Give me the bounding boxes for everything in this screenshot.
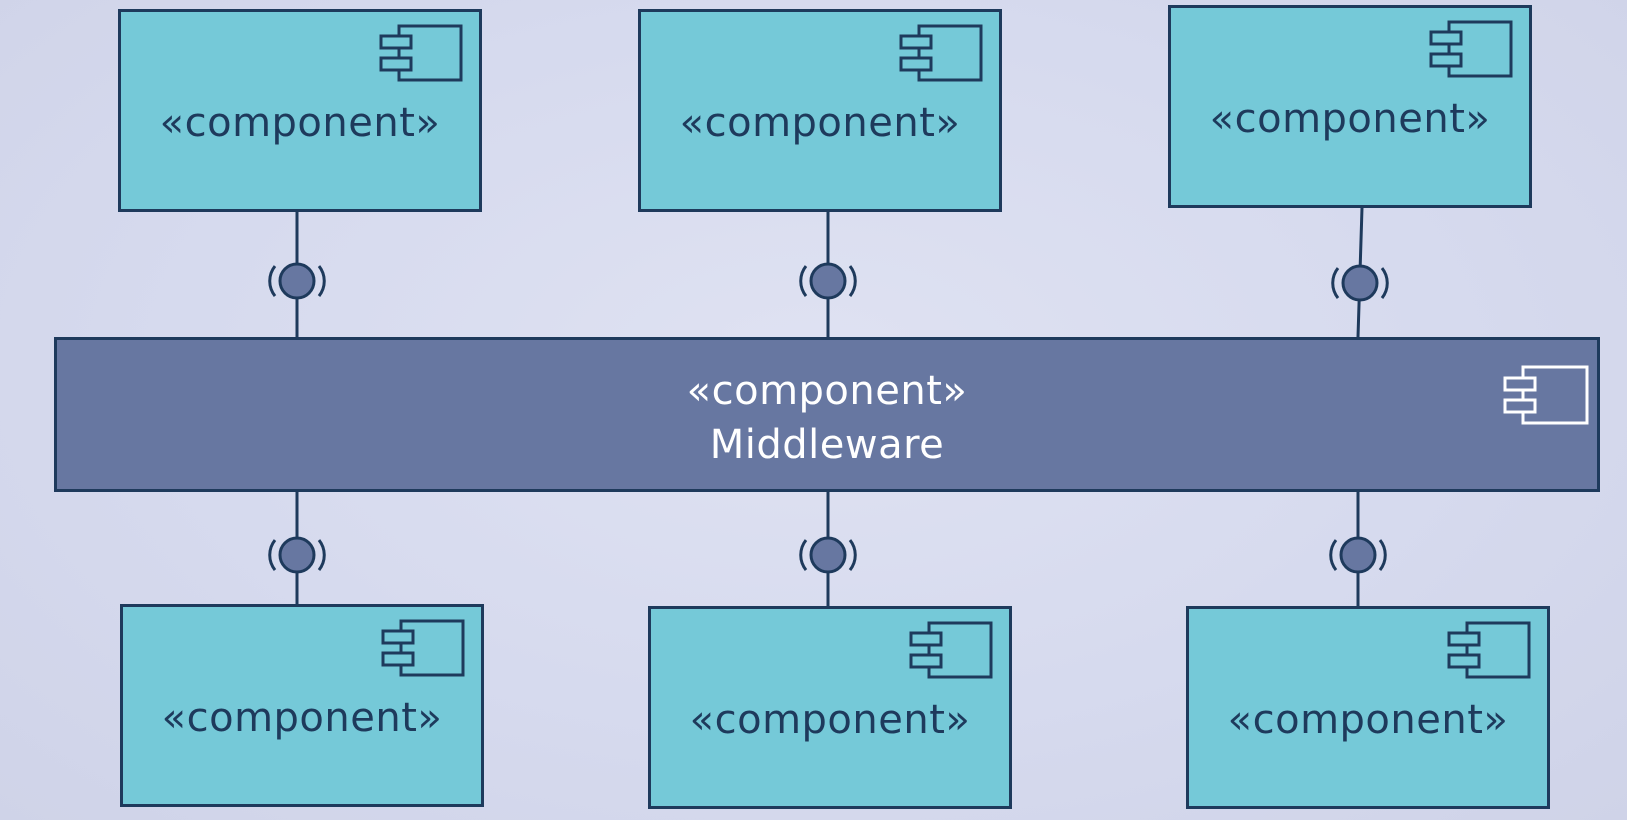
component-icon — [381, 619, 465, 677]
component-icon — [379, 24, 463, 82]
component-stereotype: «component» — [689, 697, 971, 743]
component-box-top-3[interactable]: «component» — [1168, 5, 1532, 208]
interface-top-3 — [1331, 264, 1389, 302]
component-icon — [1429, 20, 1513, 78]
component-box-bottom-1[interactable]: «component» — [120, 604, 484, 807]
interface-top-1 — [268, 262, 326, 300]
middleware-name: Middleware — [709, 422, 945, 468]
middleware-component[interactable]: «component» Middleware — [54, 337, 1600, 492]
component-box-top-1[interactable]: «component» — [118, 9, 482, 212]
component-icon — [909, 621, 993, 679]
component-icon — [1447, 621, 1531, 679]
component-stereotype: «component» — [1209, 96, 1491, 142]
component-box-bottom-2[interactable]: «component» — [648, 606, 1012, 809]
component-box-bottom-3[interactable]: «component» — [1186, 606, 1550, 809]
component-stereotype: «component» — [161, 695, 443, 741]
component-icon — [899, 24, 983, 82]
interface-top-2 — [799, 262, 857, 300]
component-stereotype: «component» — [679, 100, 961, 146]
ball-icon — [809, 536, 847, 574]
ball-icon — [1341, 264, 1379, 302]
ball-icon — [278, 262, 316, 300]
ball-icon — [1339, 536, 1377, 574]
component-icon — [1503, 365, 1589, 425]
component-box-top-2[interactable]: «component» — [638, 9, 1002, 212]
component-stereotype: «component» — [159, 100, 441, 146]
component-stereotype: «component» — [1227, 697, 1509, 743]
ball-icon — [278, 536, 316, 574]
middleware-stereotype: «component» — [686, 368, 968, 414]
ball-icon — [809, 262, 847, 300]
interface-bottom-1 — [268, 536, 326, 574]
interface-bottom-3 — [1329, 536, 1387, 574]
interface-bottom-2 — [799, 536, 857, 574]
